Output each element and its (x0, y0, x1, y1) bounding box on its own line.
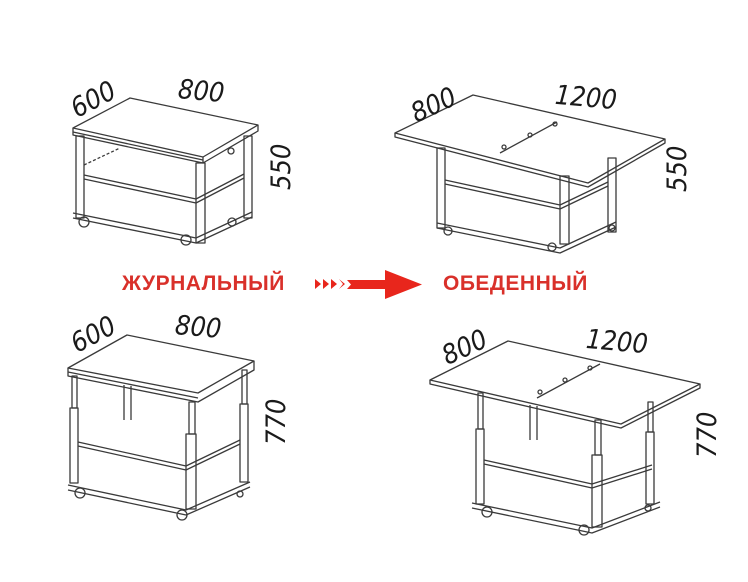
dim-height: 770 (692, 412, 723, 458)
transform-arrow-icon (315, 270, 422, 299)
dim-width: 1200 (554, 80, 618, 116)
dim-width: 800 (177, 74, 226, 109)
table-dining-low (394, 94, 666, 254)
dim-height: 550 (266, 144, 297, 190)
label-dining-mode: ОБЕДЕННЫЙ (443, 272, 588, 295)
dim-height: 550 (662, 146, 693, 192)
dim-width: 800 (174, 310, 223, 345)
table-coffee-high (67, 334, 255, 521)
table-dining-high (429, 340, 701, 536)
table-coffee-low (72, 97, 259, 246)
dim-height: 770 (261, 399, 292, 445)
label-coffee-mode: ЖУРНАЛЬНЫЙ (122, 272, 285, 295)
dim-width: 1200 (585, 324, 649, 360)
